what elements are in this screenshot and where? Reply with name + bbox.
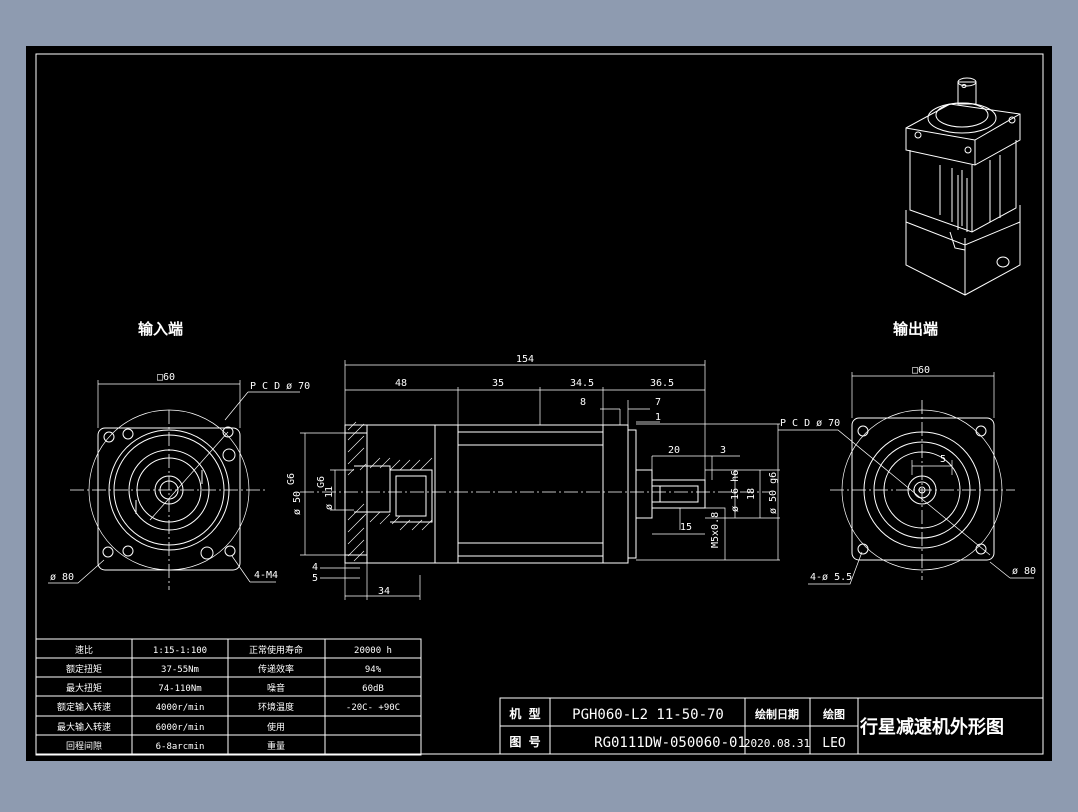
drawing-no-label: 图 号 (509, 734, 540, 749)
dim-total-length: 154 (516, 354, 534, 365)
spec-label2-5: 重量 (267, 740, 285, 752)
dim-shaft-dia-16: ø 16 h6 (730, 470, 741, 512)
output-dim-5: 5 (940, 454, 946, 465)
date-label: 绘制日期 (755, 707, 799, 721)
dim-35: 35 (492, 378, 504, 389)
spec-label2-2: 噪音 (267, 682, 285, 694)
spec-label2-4: 使用 (267, 721, 285, 733)
spec-value-2: 74-110Nm (158, 684, 201, 694)
dim-34-5: 34.5 (570, 378, 594, 389)
model-value: PGH060-L2 11-50-70 (572, 707, 724, 723)
spec-label-2: 最大扭矩 (66, 682, 102, 694)
spec-value-0: 1:15-1:100 (153, 646, 207, 656)
input-pcd-dim: P C D ø 70 (250, 381, 310, 392)
dim-20: 20 (668, 445, 680, 456)
spec-value-3: 4000r/min (156, 703, 205, 713)
input-end-view: □60 P C D ø 70 ø 80 4-M4 (48, 372, 310, 590)
spec-value-5: 6-8arcmin (156, 742, 205, 752)
isometric-view (905, 77, 1021, 296)
output-square-dim: □60 (912, 365, 930, 376)
dim-5: 5 (312, 573, 318, 584)
dim-bore-g6: G6 (316, 476, 327, 488)
spec-value2-2: 60dB (362, 684, 384, 694)
spec-label2-1: 传递效率 (258, 663, 294, 675)
input-end-title: 输入端 (138, 320, 183, 338)
dim-48: 48 (395, 378, 407, 389)
spec-label-5: 回程间隙 (66, 740, 102, 752)
dim-36-5: 36.5 (650, 378, 674, 389)
date-value: 2020.08.31 (744, 737, 810, 750)
dim-shaft-dia-50: ø 50 g6 (768, 472, 779, 514)
dim-left-g6: G6 (286, 473, 297, 485)
dim-thread: M5x0.8 (710, 512, 721, 548)
spec-value-4: 6000r/min (156, 723, 205, 733)
spec-value2-1: 94% (365, 665, 382, 675)
spec-value2-0: 20000 h (354, 646, 392, 656)
dim-1: 1 (655, 412, 661, 423)
model-label: 机 型 (509, 706, 540, 721)
spec-label2-0: 正常使用寿命 (249, 644, 303, 656)
dim-left-dia-50: ø 50 (292, 491, 303, 515)
input-dia-outer-dim: ø 80 (50, 572, 74, 583)
spec-label-1: 额定扭矩 (66, 663, 102, 675)
spec-label2-3: 环境温度 (258, 701, 294, 713)
input-bolt-dim: 4-M4 (254, 570, 278, 581)
spec-label-0: 速比 (75, 644, 93, 656)
spec-label-3: 额定输入转速 (57, 701, 111, 713)
output-holes-dim: 4-ø 5.5 (810, 572, 852, 583)
dim-bore-dia-11: ø 11 (324, 486, 335, 510)
spec-value-1: 37-55Nm (161, 665, 199, 675)
side-section-view: 154 48 35 34.5 36.5 8 7 1 20 3 15 4 5 34… (286, 354, 780, 600)
dim-7: 7 (655, 397, 661, 408)
drawer-value: LEO (822, 736, 846, 751)
output-end-title: 输出端 (893, 320, 938, 338)
drawing-title: 行星减速机外形图 (859, 716, 1004, 738)
dim-4: 4 (312, 562, 318, 573)
output-dia-outer-dim: ø 80 (1012, 566, 1036, 577)
drawer-label: 绘图 (823, 707, 845, 721)
drawing-sheet (26, 46, 1052, 761)
output-end-view: □60 P C D ø 70 5 4-ø 5.5 ø 80 (778, 365, 1036, 585)
input-square-dim: □60 (157, 372, 175, 383)
title-block: 机 型 PGH060-L2 11-50-70 图 号 RG0111DW-0500… (499, 697, 1044, 755)
output-pcd-dim: P C D ø 70 (780, 418, 840, 429)
dim-15: 15 (680, 522, 692, 533)
dim-8: 8 (580, 397, 586, 408)
drawing-no-value: RG0111DW-050060-01 (594, 735, 746, 751)
dim-shaft-18: 18 (746, 488, 757, 500)
dim-34: 34 (378, 586, 390, 597)
dim-3: 3 (720, 445, 726, 456)
spec-label-4: 最大输入转速 (57, 721, 111, 733)
spec-value2-3: -20C- +90C (346, 703, 400, 713)
spec-table: 速比 1:15-1:100 正常使用寿命 20000 h 额定扭矩 37-55N… (35, 638, 422, 756)
